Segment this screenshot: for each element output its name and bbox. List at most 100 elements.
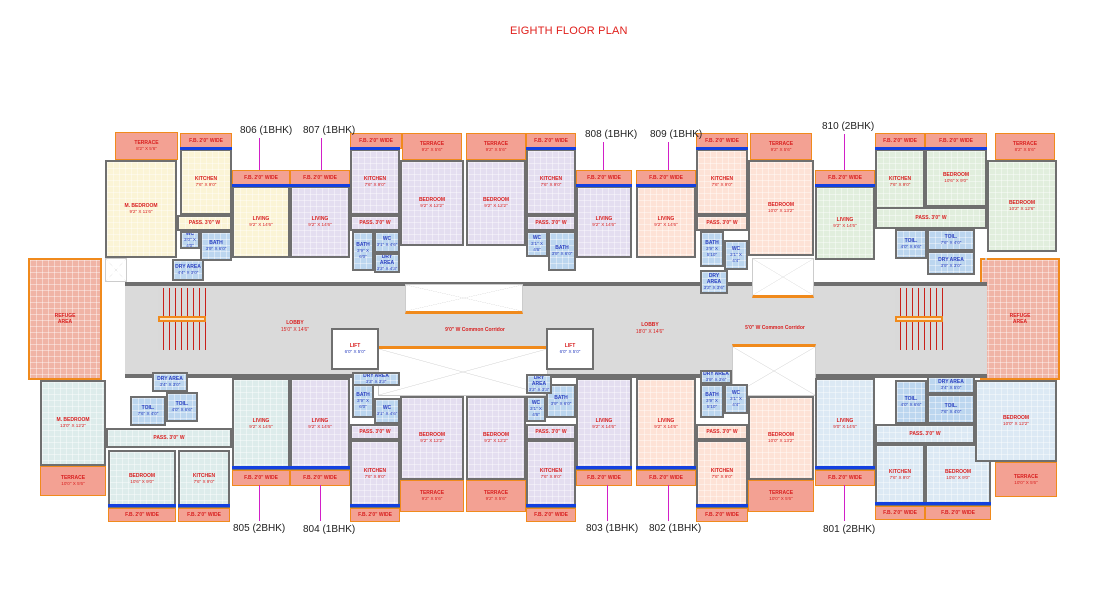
room-name: PASS. 3'0" W (153, 435, 185, 441)
room-name: WC (532, 235, 542, 241)
room-name: BATH (705, 392, 719, 398)
room-name: TERRACE (483, 490, 509, 496)
room-name: WC (731, 246, 741, 252)
room-dimensions: 7'6" X 9'0" (540, 182, 562, 187)
room-name: PASS. 3'0" W (909, 431, 941, 437)
open-void (405, 284, 523, 314)
room-dimensions: 10'6" X 9'0" (946, 475, 970, 480)
room-name: PASS. 3'0" W (535, 220, 567, 226)
room-name: TOIL. (904, 238, 918, 244)
room-name: BATH (705, 240, 719, 246)
room-name: BEDROOM (767, 432, 795, 438)
room-pass-w: PASS. 3'0" W (526, 215, 576, 231)
room-dimensions: 3'1" X 4'6" (530, 406, 542, 417)
room-dimensions: 10'0" X 12'2" (1003, 421, 1029, 426)
room-name: KITCHEN (363, 468, 387, 474)
room-name: DRY AREA (938, 379, 964, 385)
room-dimensions: 9'2" X 5'6" (421, 496, 443, 501)
room-pass-w: PASS. 3'0" W (177, 215, 232, 231)
room-dimensions: 7'6" X 9'0" (889, 475, 911, 480)
room-name: DRY AREA (175, 264, 201, 270)
room-dimensions: 8'2" X 5'6" (136, 146, 157, 151)
room-name: LIVING (836, 217, 854, 223)
room-name: DRY AREA (363, 373, 389, 379)
room-name: PASS. 3'0" W (706, 429, 738, 435)
room-dimensions: 7'6" X 9'0" (364, 474, 386, 479)
room-f-b-wide: F.B. 2'0" WIDE (636, 470, 696, 486)
unit-leader-line (259, 485, 260, 521)
room-name: BEDROOM (767, 202, 795, 208)
room-dimensions: 9'2" X 11'6" (129, 209, 153, 214)
room-name: TERRACE (483, 140, 509, 147)
room-name: TERRACE (1012, 140, 1038, 147)
room-f-b-wide: F.B. 2'0" WIDE (232, 470, 290, 486)
lobby-right-label: LOBBY 18'0" X 14'6" (635, 322, 665, 335)
room-dimensions: 7'6" X 9'0" (540, 474, 562, 479)
room-name: F.B. 2'0" WIDE (941, 510, 975, 516)
room-pass-w: PASS. 3'0" W (696, 215, 748, 231)
corridor-right-label: 5'0" W Common Corridor (745, 325, 805, 331)
room-name: PASS. 3'0" W (359, 429, 391, 435)
room-name: F.B. 2'0" WIDE (587, 175, 621, 181)
room-name: F.B. 2'0" WIDE (189, 138, 223, 144)
room-dimensions: 4'4" X 3'0" (177, 270, 199, 275)
room-dimensions: 9'2" X 14'6" (249, 424, 273, 429)
corridor-left-label: 9'0" W Common Corridor (445, 327, 505, 333)
unit-label-802: 802 (1BHK) (649, 523, 702, 534)
room-name: KITCHEN (888, 176, 912, 182)
room-name: BEDROOM (942, 172, 970, 178)
room-name: LIVING (252, 418, 270, 424)
room-dimensions: 3'0" X 4'0" (184, 237, 196, 248)
room-pass-w: PASS. 3'0" W (526, 424, 576, 440)
room-name: M. BEDROOM (56, 417, 90, 423)
room-name: TERRACE (1013, 473, 1039, 480)
unit-leader-line (607, 485, 608, 521)
room-dimensions: 3'9" X 6'0" (205, 246, 227, 251)
room-name: BEDROOM (482, 197, 510, 203)
room-pass-w: PASS. 3'0" W (350, 215, 400, 231)
staircase-left (158, 288, 206, 350)
room-f-b-wide: F.B. 2'0" WIDE (815, 470, 875, 486)
room-dimensions: 3'9" X 5'10" (706, 246, 718, 257)
room-f-b-wide: F.B. 2'0" WIDE (696, 508, 748, 522)
room-dimensions: 9'2" X 12'2" (484, 203, 508, 208)
unit-leader-line (259, 138, 260, 170)
room-name: BEDROOM (944, 469, 972, 475)
room-pass-w: PASS. 3'0" W (875, 424, 975, 444)
room-dimensions: 3'1" X 4'6" (376, 242, 398, 247)
room-toil: TOIL.7'6" X 4'0" (927, 229, 975, 251)
lift-right: LIFT 6'0" X 5'0" (546, 328, 594, 370)
room-name: TOIL. (175, 401, 189, 407)
room-name: KITCHEN (192, 473, 216, 479)
room-name: WC (531, 400, 541, 406)
room-dimensions: 9'2" X 5'6" (421, 146, 443, 152)
window-strip (526, 504, 576, 507)
room-dimensions: 3'4" X 3'0" (159, 382, 181, 387)
room-name: F.B. 2'0" WIDE (587, 475, 621, 481)
window-strip (178, 504, 230, 507)
unit-label-808: 808 (1BHK) (585, 129, 638, 140)
room-name: F.B. 2'0" WIDE (649, 475, 683, 481)
room-pass-w: PASS. 3'0" W (696, 424, 748, 440)
room-name: TERRACE (419, 140, 445, 147)
room-pass-w: PASS. 3'0" W (875, 207, 987, 229)
room-name: KITCHEN (710, 468, 734, 474)
room-dimensions: 3'1" X 4'4" (730, 396, 742, 407)
room-name: TERRACE (419, 490, 445, 496)
